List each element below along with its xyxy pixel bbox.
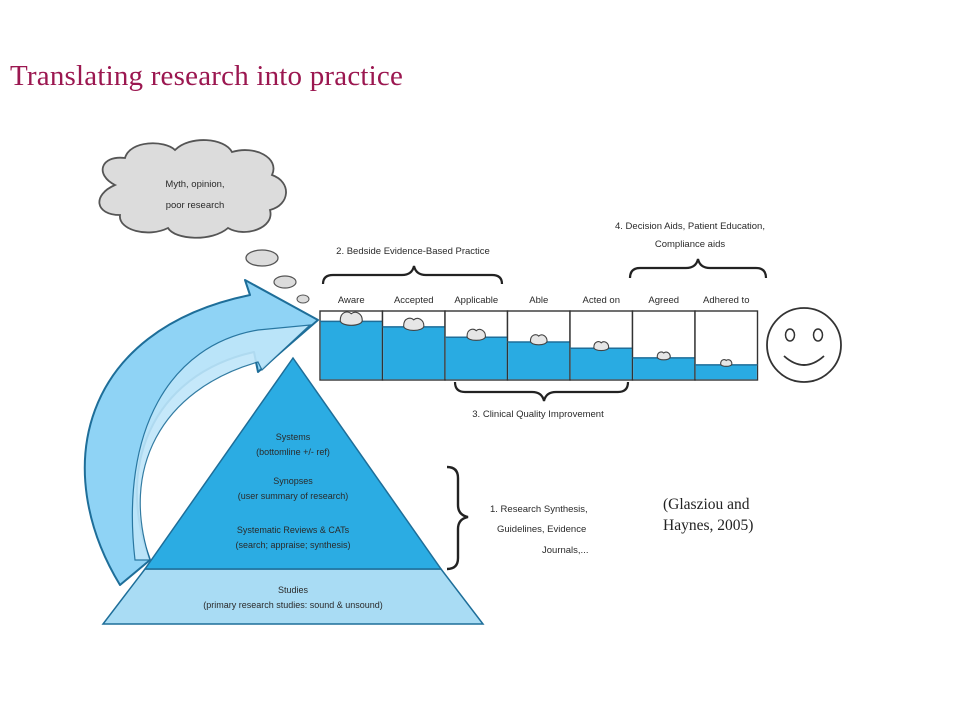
- stage-column-applicable: Applicable: [444, 295, 509, 381]
- clinical-quality-bracket: 3. Clinical Quality Improvement: [453, 381, 630, 420]
- decision-aids-line-2: Compliance aids: [655, 239, 725, 250]
- stage-column-adhered-to: Adhered to: [694, 295, 759, 381]
- stage-label: Adhered to: [703, 295, 749, 306]
- stage-water-level: [695, 364, 757, 380]
- synthesis-line-3: Journals,...: [542, 545, 588, 556]
- stage-label: Able: [529, 295, 548, 306]
- stage-label: Acted on: [583, 295, 621, 306]
- stage-column-aware: Aware: [319, 295, 384, 381]
- thought-bubble-medium: [273, 275, 297, 289]
- stage-water-level: [320, 321, 382, 380]
- stage-column-able: Able: [506, 295, 571, 381]
- citation-line-2: Haynes, 2005): [663, 517, 754, 534]
- stage-water-level: [633, 357, 695, 380]
- cloud-line-1: Myth, opinion,: [165, 179, 224, 190]
- pyramid-systems-sub: (bottomline +/- ref): [256, 447, 330, 457]
- pyramid-synopses: Synopses: [273, 476, 313, 486]
- stage-column-accepted: Accepted: [381, 295, 446, 381]
- stage-label: Agreed: [648, 295, 679, 306]
- slide-title: Translating research into practice: [10, 60, 404, 92]
- stage-water-level: [383, 326, 445, 380]
- stage-water-level: [445, 337, 507, 380]
- clinical-quality-label: 3. Clinical Quality Improvement: [472, 409, 604, 420]
- synthesis-line-2: Guidelines, Evidence: [497, 524, 586, 535]
- bedside-label: 2. Bedside Evidence-Based Practice: [336, 246, 490, 257]
- stage-blob: [403, 317, 425, 331]
- pyramid-studies-sub: (primary research studies: sound & unsou…: [203, 600, 383, 610]
- thought-cloud: Myth, opinion, poor research: [98, 139, 310, 304]
- decision-aids-line-1: 4. Decision Aids, Patient Education,: [615, 221, 765, 232]
- pyramid-reviews: Systematic Reviews & CATs: [237, 525, 350, 535]
- stage-column-acted-on: Acted on: [569, 295, 634, 381]
- stage-water-level: [508, 342, 570, 380]
- pyramid-top: [143, 356, 443, 570]
- stage-column-agreed: Agreed: [631, 295, 696, 381]
- bedside-bracket: 2. Bedside Evidence-Based Practice: [321, 246, 504, 285]
- synthesis-brace: 1. Research Synthesis, Guidelines, Evide…: [446, 465, 588, 571]
- stage-columns: Aware Accepted Applicable Able Acted on Agree…: [319, 295, 759, 381]
- pyramid-base-studies: [101, 568, 485, 625]
- evidence-pyramid: Systems (bottomline +/- ref) Synopses (u…: [101, 356, 485, 625]
- stage-blob: [720, 359, 733, 367]
- stage-blob: [529, 334, 548, 346]
- pyramid-studies: Studies: [278, 585, 309, 595]
- thought-bubble-large: [245, 249, 279, 267]
- stage-blob: [466, 328, 487, 341]
- stage-blob: [339, 311, 363, 326]
- pyramid-systems: Systems: [276, 432, 311, 442]
- stage-label: Accepted: [394, 295, 434, 306]
- pyramid-reviews-sub: (search; appraise; synthesis): [235, 540, 350, 550]
- citation: (Glasziou and Haynes, 2005): [663, 494, 753, 536]
- pyramid-synopses-sub: (user summary of research): [238, 491, 349, 501]
- cloud-line-2: poor research: [166, 200, 225, 211]
- curved-arrow: [83, 279, 319, 586]
- stage-blob: [593, 341, 610, 352]
- smiley-face-icon: [766, 307, 842, 383]
- stage-label: Applicable: [454, 295, 498, 306]
- synthesis-line-1: 1. Research Synthesis,: [490, 504, 588, 515]
- decision-aids-bracket: 4. Decision Aids, Patient Education, Com…: [615, 221, 768, 279]
- stage-water-level: [570, 348, 632, 380]
- citation-line-1: (Glasziou and: [663, 496, 750, 513]
- thought-bubble-small: [296, 294, 310, 304]
- stage-label: Aware: [338, 295, 365, 306]
- stage-blob: [656, 351, 671, 361]
